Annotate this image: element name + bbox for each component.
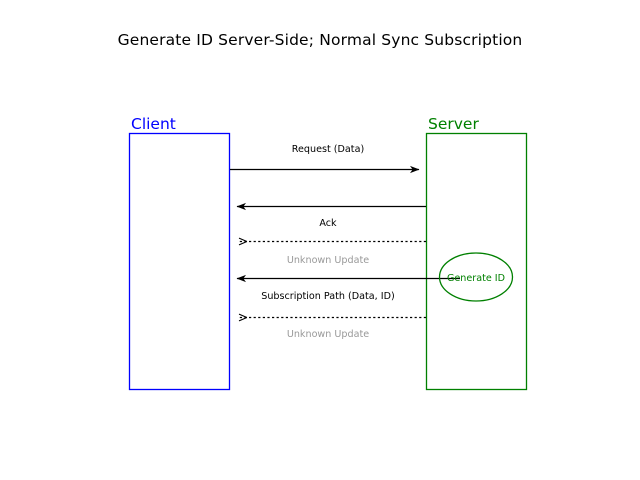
- client-lifeline-box[interactable]: [128, 132, 231, 391]
- note-generate-id[interactable]: Generate ID: [438, 252, 514, 302]
- note-ellipse-shape[interactable]: [438, 252, 514, 302]
- message-label-request-data: Request (Data): [292, 144, 364, 155]
- message-unknown-update-2[interactable]: Unknown Update: [238, 313, 426, 341]
- page-title: Generate ID Server-Side; Normal Sync Sub…: [117, 31, 523, 49]
- server-lifeline-box[interactable]: [425, 132, 528, 391]
- server-lifeline-label: Server: [428, 115, 479, 133]
- message-subscription-path[interactable]: Subscription Path (Data, ID): [236, 274, 460, 303]
- message-label-unknown-update-2: Unknown Update: [287, 329, 369, 340]
- message-label-unknown-update-1: Unknown Update: [287, 255, 369, 266]
- message-unknown-update-1[interactable]: Unknown Update: [238, 237, 426, 267]
- message-label-subscription-path: Subscription Path (Data, ID): [261, 291, 395, 302]
- client-lifeline-label: Client: [131, 115, 176, 133]
- message-request-data[interactable]: Request (Data): [230, 144, 420, 174]
- message-label-ack: Ack: [319, 218, 337, 229]
- participant-client[interactable]: Client: [128, 115, 231, 391]
- message-ack[interactable]: Ack: [236, 202, 426, 230]
- participant-server[interactable]: Server: [425, 115, 528, 391]
- note-label-generate-id: Generate ID: [447, 273, 505, 284]
